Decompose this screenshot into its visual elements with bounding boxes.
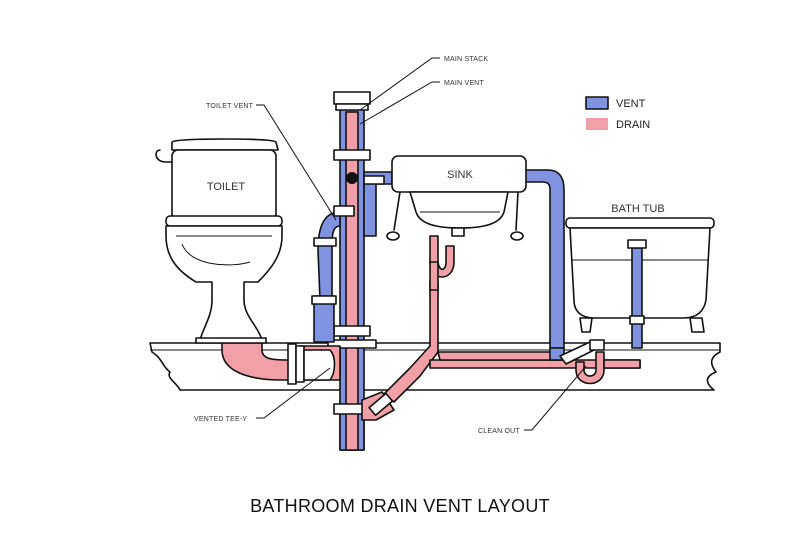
main-stack-label: MAIN STACK bbox=[444, 56, 488, 63]
clean-out-fitting bbox=[549, 339, 605, 365]
main-vent-label: MAIN VENT bbox=[444, 80, 484, 87]
callouts: MAIN STACK MAIN VENT TOILET VENT VENTED … bbox=[194, 56, 587, 435]
bathtub: BATH TUB bbox=[565, 203, 715, 349]
toilet-label: TOILET bbox=[207, 181, 246, 193]
legend: VENT DRAIN bbox=[585, 96, 650, 131]
toilet: TOILET bbox=[155, 138, 283, 344]
legend-vent-swatch bbox=[585, 96, 609, 110]
sink-label: SINK bbox=[447, 169, 473, 181]
vented-tee-fitting bbox=[287, 343, 395, 421]
clean-out-label: CLEAN OUT bbox=[478, 428, 520, 435]
toilet-vent-pipe bbox=[311, 205, 355, 343]
toilet-vent-label: TOILET VENT bbox=[206, 103, 254, 110]
sink: SINK bbox=[346, 155, 565, 349]
vented-tee-label: VENTED TEE-Y bbox=[194, 416, 247, 423]
diagram-title: BATHROOM DRAIN VENT LAYOUT bbox=[250, 496, 550, 516]
legend-drain-swatch bbox=[586, 118, 608, 130]
legend-vent-label: VENT bbox=[616, 98, 646, 110]
legend-drain-label: DRAIN bbox=[616, 119, 650, 131]
main-stack bbox=[327, 91, 377, 451]
bathtub-label: BATH TUB bbox=[611, 203, 664, 215]
